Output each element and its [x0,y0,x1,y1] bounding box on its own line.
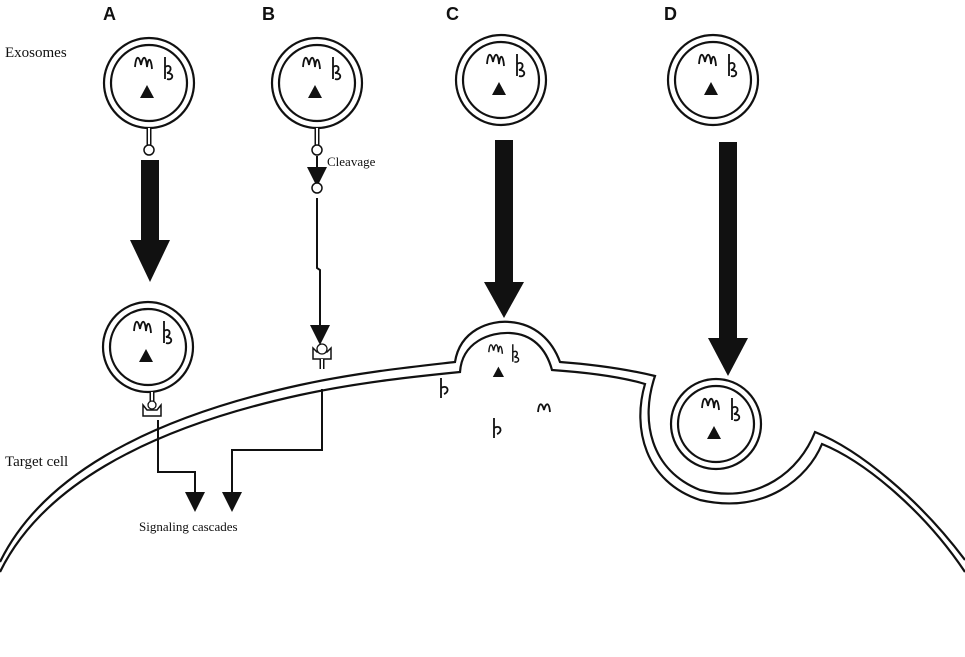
panel-c-big-arrow [484,140,524,318]
panel-c-exosome [454,33,548,127]
signaling-cascades-label: Signaling cascades [139,519,238,534]
panel-b-travel-arrow [310,198,330,345]
protein-coil-icon [440,378,449,398]
panel-label-a: A [103,4,116,24]
panel-label-b: B [262,4,275,24]
ligand-icon [311,128,323,156]
exosomes-label: Exosomes [5,45,67,61]
receptor-icon [142,392,162,417]
ligand-icon [143,128,155,156]
panel-d-exosome [666,33,760,127]
panel-label-c: C [446,4,459,24]
panel-a-big-arrow [130,160,170,282]
cleaved-ligand-icon [311,182,323,194]
target-cell-membrane [0,320,965,573]
panel-a-exosome-top [102,36,196,130]
panel-b-signal-arrow [222,389,323,512]
panel-a-signal-arrow [157,420,205,512]
released-cargo [440,343,551,438]
receptor-icon [312,343,332,369]
panel-d-big-arrow [708,142,748,376]
rna-squiggle-icon [537,403,551,413]
protein-coil-icon [493,418,502,438]
panel-label-d: D [664,4,677,24]
cleavage-label: Cleavage [327,154,376,169]
panel-d-endocytosed-exosome [669,377,763,471]
panel-b-exosome [270,36,364,130]
panel-a-exosome-bound [101,300,195,394]
target-cell-label: Target cell [5,454,68,470]
